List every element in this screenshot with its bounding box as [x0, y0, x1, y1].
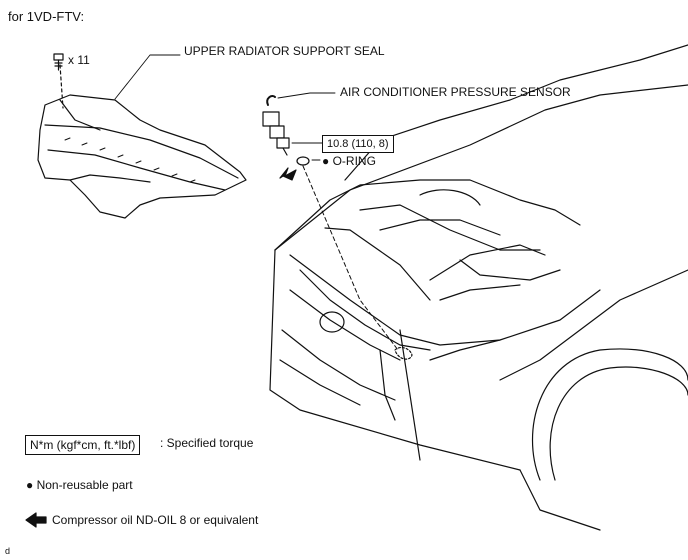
legend-oil-arrow-icon — [25, 512, 47, 528]
radiator-seal-drawing — [37, 64, 247, 219]
leader-lines — [114, 54, 336, 144]
legend-torque-box: N*m (kgf*cm, ft.*lbf) — [25, 435, 141, 455]
o-ring-label: ● O-RING — [322, 154, 376, 168]
o-ring-icon — [296, 156, 310, 166]
oil-arrow-icon — [279, 167, 297, 181]
legend-oil-text: Compressor oil ND-OIL 8 or equivalent — [52, 513, 259, 527]
pressure-sensor-label: AIR CONDITIONER PRESSURE SENSOR — [340, 85, 571, 99]
vehicle-front-drawing — [269, 44, 688, 531]
bolt-icon — [53, 53, 64, 71]
pressure-sensor-drawing — [262, 95, 290, 156]
legend-torque-text: : Specified torque — [160, 436, 254, 450]
bolt-quantity-label: x 11 — [68, 53, 90, 67]
page-title: for 1VD-FTV: — [8, 9, 85, 24]
torque-value-box: 10.8 (110, 8) — [322, 135, 394, 153]
radiator-seal-label: UPPER RADIATOR SUPPORT SEAL — [184, 44, 385, 58]
figure-code: d — [5, 546, 11, 556]
legend-nonreusable-text: ● Non-reusable part — [26, 478, 133, 492]
